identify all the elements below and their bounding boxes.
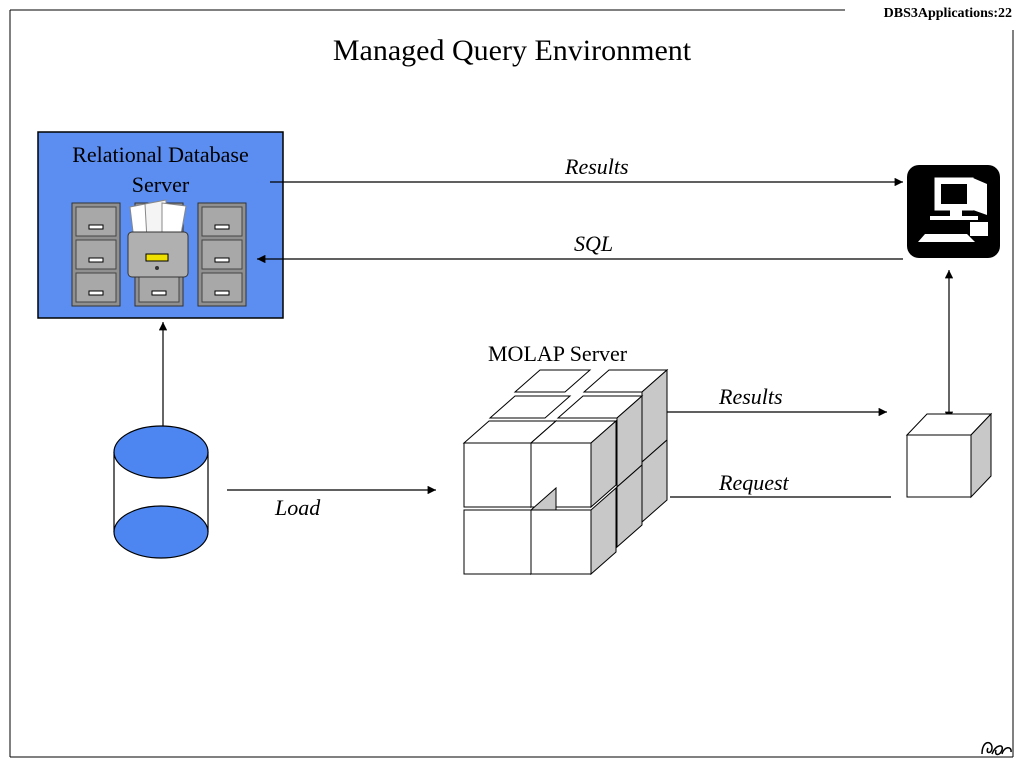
cube-icon [905,412,993,499]
results-label-molap: Results [719,384,783,409]
computer-icon [907,165,1000,258]
rdb-server-label: Relational Database Server [38,140,283,200]
molap-server-label: MOLAP Server [488,341,628,366]
file-cabinet-icon [127,199,189,307]
molap-cube-icon [462,368,669,576]
sql-label: SQL [574,231,614,256]
page-title: Managed Query Environment [332,34,692,67]
slide-id: DBS3Applications:22 [883,6,1012,21]
results-label-top: Results [565,154,629,179]
database-icon [113,425,209,559]
rdb-server-label-line2: Server [131,172,190,197]
logo-icon [981,741,1012,756]
file-cabinet-icon [71,202,121,307]
request-label: Request [719,470,789,495]
load-label: Load [275,495,321,520]
file-cabinet-icon [197,202,247,307]
slide-frame [9,9,1014,758]
rdb-server-label-line1: Relational Database [72,142,249,167]
